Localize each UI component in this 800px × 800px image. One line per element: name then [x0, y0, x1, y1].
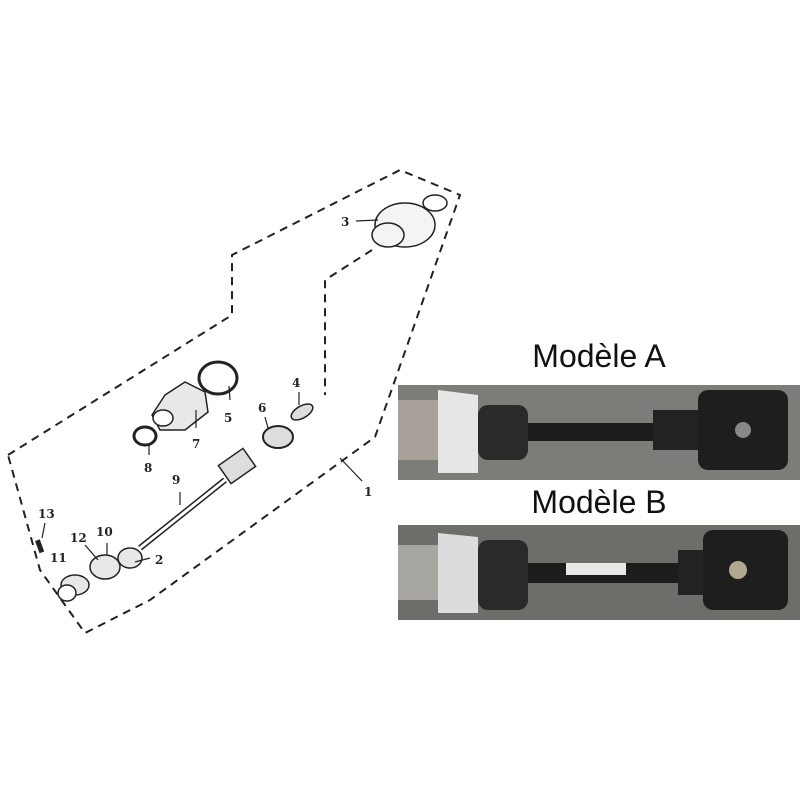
- driveshaft-photo-a: [398, 390, 788, 473]
- flange-part-3: [371, 194, 448, 248]
- boot-part-7: [151, 381, 209, 431]
- part-number-11: 11: [50, 551, 67, 565]
- part-number-9: 9: [172, 473, 180, 487]
- nut-part-6: [262, 425, 294, 449]
- part-number-5: 5: [224, 411, 232, 425]
- model-a-label: Modèle A: [532, 338, 666, 374]
- part-number-7: 7: [192, 437, 200, 451]
- universal-joint-parts-10-11-12: [57, 547, 143, 602]
- model-b-label: Modèle B: [531, 484, 667, 520]
- part-number-2: 2: [155, 553, 163, 567]
- part-number-12: 12: [70, 531, 87, 545]
- model-a-photo: [398, 385, 800, 480]
- spring-part-4: [290, 403, 314, 421]
- ring-part-5: [197, 360, 239, 396]
- part-number-3: 3: [341, 215, 349, 229]
- part-number-13: 13: [38, 507, 55, 521]
- part-number-8: 8: [144, 461, 152, 475]
- driveshaft-photo-b: [398, 530, 788, 613]
- part-number-6: 6: [258, 401, 266, 415]
- model-b-photo: [398, 525, 800, 620]
- part-number-1: 1: [364, 485, 372, 499]
- pin-part-13: [35, 539, 45, 554]
- leader-dashed-3-4: [324, 249, 373, 395]
- part-number-10: 10: [96, 525, 113, 539]
- part-number-4: 4: [292, 376, 300, 390]
- ring-part-8: [132, 425, 158, 447]
- leader-lines: [41, 219, 379, 563]
- shaft-part-9: [138, 447, 257, 551]
- assembly-boundary: [7, 168, 462, 635]
